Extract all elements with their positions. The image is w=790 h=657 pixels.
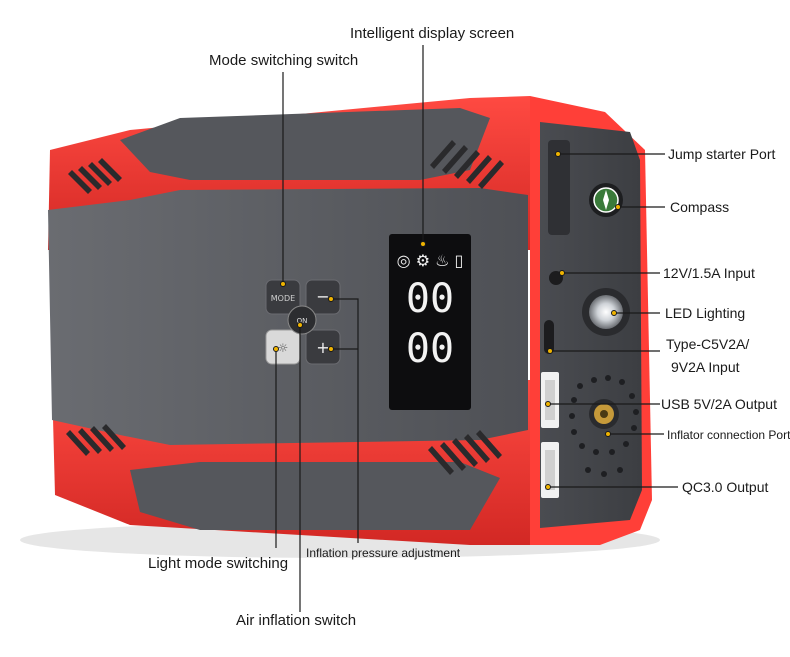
compass-needle [603,190,609,210]
label-compass: Compass [670,199,730,215]
qc-port-inner [545,450,555,490]
leader-lines [275,45,678,612]
label-air-inflation: Air inflation switch [236,612,357,629]
display-digits-bottom: 00 [406,326,454,372]
label-led-lighting: LED Lighting [665,305,746,321]
display-icons: ◎ ⚙ ♨ ▯ [397,251,464,270]
vent-top-left [68,158,122,194]
usb-port-inner [545,380,555,420]
top-grip [120,108,490,180]
power-button[interactable] [287,305,317,335]
speaker-holes [569,375,639,477]
bottom-grip [130,462,500,530]
vent-bottom-right [428,430,502,475]
label-light-mode: Light mode switching [148,555,289,572]
display-digits-top: 00 [406,276,454,322]
label-type-c-line1: Type-C5V2A/ [666,336,750,352]
power-button-label: ON [297,317,308,325]
type-c-port [544,320,554,354]
jump-starter-port-cover [548,140,570,235]
label-type-c-line2: 9V2A Input [671,359,740,375]
inflator-hole [600,410,608,418]
label-inflation-pressure: Inflation pressure adjustment [306,546,461,560]
plus-button-label: + [316,338,329,357]
plus-button[interactable] [305,329,341,365]
label-mode-switch: Mode switching switch [209,52,359,69]
label-qc-output: QC3.0 Output [682,479,769,495]
leader-dots [273,151,621,490]
label-jump-starter-port: Jump starter Port [668,146,776,162]
led-lens [589,295,623,329]
vent-bottom-left [66,424,126,456]
display-screen [389,234,471,410]
light-icon: ☼ [278,341,289,355]
minus-button[interactable] [305,279,341,315]
vent-top-right [430,140,504,189]
label-usb-output: USB 5V/2A Output [661,396,777,412]
label-display-screen: Intelligent display screen [350,25,515,42]
minus-button-label: − [316,287,329,306]
label-inflator-port: Inflator connection Port [667,428,790,442]
label-12v-input: 12V/1.5A Input [663,265,755,281]
mode-button-label: MODE [271,294,295,303]
